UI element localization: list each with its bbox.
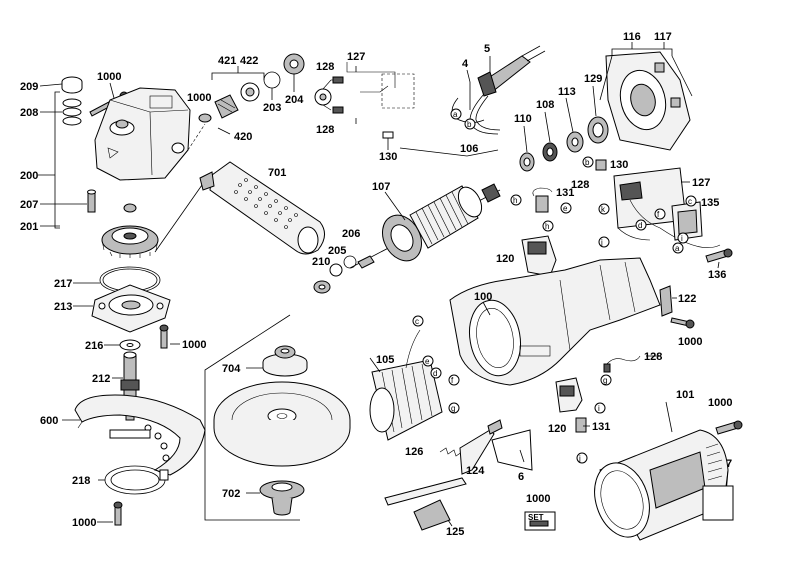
marker-i: i (681, 234, 683, 243)
set-label: SET (528, 513, 544, 522)
part-label-6: 6 (518, 471, 524, 483)
armature-group (349, 183, 501, 269)
part-label-216: 216 (85, 340, 103, 352)
part-label-4: 4 (462, 58, 469, 70)
marker-i: i (598, 404, 600, 413)
part-label-120: 120 (496, 253, 514, 265)
part-label-127: 127 (692, 177, 710, 189)
marker-b: b (585, 158, 590, 167)
part-label-110: 110 (514, 113, 532, 125)
marker-g: g (603, 376, 607, 385)
part-label-7: 7 (726, 458, 732, 470)
part-label-217: 217 (54, 278, 72, 290)
part-label-113: 113 (558, 86, 576, 98)
marker-d: d (638, 221, 642, 230)
part-label-129: 129 (584, 73, 602, 85)
part-label-208: 208 (20, 107, 38, 119)
part-label-124: 124 (466, 465, 485, 477)
connection-markers: a b b c k h e h j d a f i c e d f g g i … (412, 108, 697, 464)
circuit-schematic (314, 62, 415, 150)
part-label-209: 209 (20, 81, 38, 93)
part-label-203: 203 (263, 102, 281, 114)
part-label-135: 135 (701, 197, 719, 209)
part-label-128: 128 (644, 351, 662, 363)
part-label-600: 600 (40, 415, 58, 427)
part-label-702: 702 (222, 488, 240, 500)
part-label-101: 101 (676, 389, 694, 401)
part-label-5: 5 (484, 43, 490, 55)
marker-b: b (467, 120, 472, 129)
part-label-1000: 1000 (187, 92, 211, 104)
part-label-128: 128 (571, 179, 589, 191)
marker-a: a (675, 244, 680, 253)
part-label-205: 205 (328, 245, 346, 257)
marker-k: k (601, 205, 606, 214)
marker-j: j (578, 454, 581, 463)
part-label-1000: 1000 (678, 336, 702, 348)
part-label-420: 420 (234, 131, 252, 143)
part-label-108: 108 (536, 99, 554, 111)
part-label-213: 213 (54, 301, 72, 313)
marker-c: c (415, 317, 419, 326)
marker-f: f (657, 210, 660, 219)
marker-j: j (600, 238, 603, 247)
part-label-120: 120 (548, 423, 566, 435)
part-label-1000: 1000 (708, 397, 732, 409)
part-label-131: 131 (556, 187, 574, 199)
part-label-128: 128 (316, 61, 334, 73)
electronics-group (369, 159, 743, 541)
marker-e: e (425, 357, 430, 366)
part-label-106: 106 (460, 143, 478, 155)
part-label-701: 701 (268, 167, 286, 179)
part-label-122: 122 (678, 293, 696, 305)
part-label-130: 130 (610, 159, 628, 171)
part-label-207: 207 (20, 199, 38, 211)
part-label-200: 200 (20, 170, 38, 182)
part-label-107: 107 (372, 181, 390, 193)
part-label-126: 126 (405, 446, 423, 458)
part-label-1000: 1000 (72, 517, 96, 529)
part-label-125: 125 (446, 526, 464, 538)
part-label-212: 212 (92, 373, 110, 385)
bearings-group (519, 42, 693, 172)
marker-d: d (433, 369, 437, 378)
part-label-1000: 1000 (97, 71, 121, 83)
part-label-127: 127 (347, 51, 365, 63)
marker-h: h (545, 222, 549, 231)
part-label-704: 704 (222, 363, 241, 375)
marker-f: f (451, 376, 454, 385)
part-label-117: 117 (654, 31, 672, 43)
part-label-105: 105 (376, 354, 394, 366)
part-label-421: 421 (218, 55, 236, 67)
part-label-218: 218 (72, 475, 90, 487)
marker-g: g (451, 404, 455, 413)
part-label-1000: 1000 (182, 339, 206, 351)
part-label-1000: 1000 (526, 493, 550, 505)
marker-e: e (563, 204, 568, 213)
part-label-130: 130 (379, 151, 397, 163)
part-label-201: 201 (20, 221, 38, 233)
part-label-204: 204 (285, 94, 304, 106)
part-label-206: 206 (342, 228, 360, 240)
marker-h: h (513, 196, 517, 205)
part-labels: 209 1000 208 200 207 201 217 213 216 100… (20, 31, 732, 538)
part-label-128: 128 (316, 124, 334, 136)
gear-head-group (38, 76, 206, 526)
pinion-handle-group (154, 53, 357, 521)
part-label-136: 136 (708, 269, 726, 281)
part-label-116: 116 (623, 31, 641, 43)
marker-a: a (453, 110, 458, 119)
part-label-100: 100 (474, 291, 492, 303)
part-label-210: 210 (312, 256, 330, 268)
part-label-422: 422 (240, 55, 258, 67)
marker-c: c (688, 197, 692, 206)
part-label-131: 131 (592, 421, 610, 433)
